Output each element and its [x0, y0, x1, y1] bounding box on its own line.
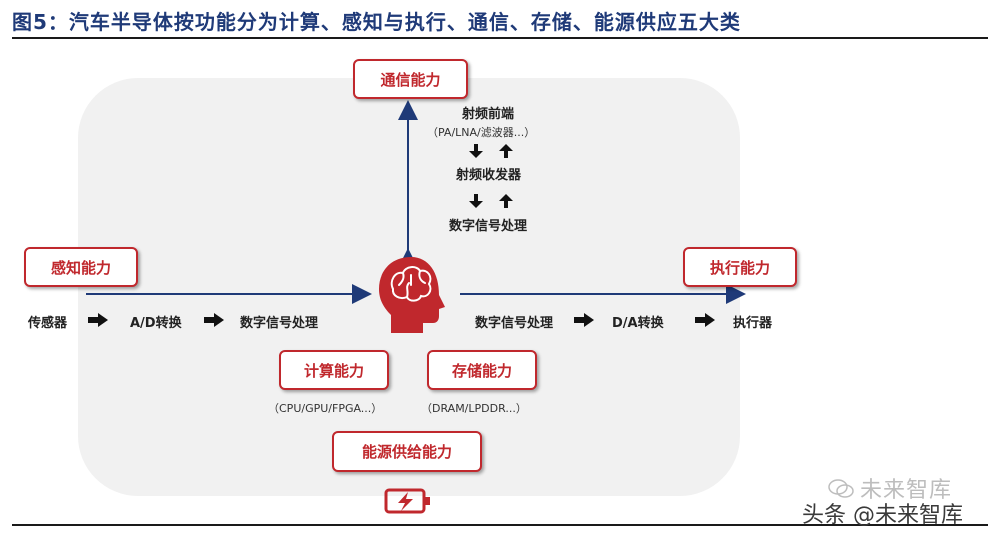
- bottom-rule: [12, 524, 988, 526]
- battery-charging-icon: [384, 488, 430, 514]
- figure-title: 图5：汽车半导体按功能分为计算、感知与执行、通信、存储、能源供应五大类: [12, 10, 741, 34]
- top-rule: [12, 37, 988, 39]
- arrow-right-icon: [574, 313, 594, 327]
- arrow-down-icon: [469, 144, 483, 158]
- rf-frontend-label: 射频前端: [462, 107, 515, 122]
- storage-capability-box: 存储能力: [427, 350, 537, 390]
- computing-examples: （CPU/GPU/FPGA...）: [268, 402, 383, 415]
- communication-capability-box: 通信能力: [353, 59, 468, 99]
- transceiver-label: 射频收发器: [456, 168, 522, 183]
- sensing-capability-box: 感知能力: [24, 247, 138, 287]
- comm-dsp-label: 数字信号处理: [449, 219, 528, 234]
- input-chain-sensor: 传感器: [28, 316, 68, 331]
- arrow-up-icon: [499, 144, 513, 158]
- arrow-down-icon: [469, 194, 483, 208]
- watermark-brand: 未来智库: [860, 478, 953, 503]
- output-chain-dsp: 数字信号处理: [475, 316, 554, 331]
- watermark-toutiao: 头条 @未来智库: [802, 503, 963, 528]
- arrow-right-icon: [695, 313, 715, 327]
- computing-capability-box: 计算能力: [279, 350, 389, 390]
- input-chain-dsp: 数字信号处理: [240, 316, 319, 331]
- storage-examples: （DRAM/LPDDR...）: [421, 402, 527, 415]
- wechat-icon: [828, 479, 854, 498]
- arrow-right-icon: [204, 313, 224, 327]
- execution-capability-box: 执行能力: [683, 247, 797, 287]
- energy-capability-box: 能源供给能力: [332, 431, 482, 472]
- input-chain-adc: A/D转换: [130, 316, 182, 331]
- arrow-right-icon: [88, 313, 108, 327]
- output-chain-actuator: 执行器: [733, 316, 773, 331]
- output-chain-dac: D/A转换: [612, 316, 664, 331]
- rf-frontend-examples: （PA/LNA/滤波器...）: [427, 126, 536, 139]
- brain-head-icon: [379, 257, 445, 333]
- arrow-up-icon: [499, 194, 513, 208]
